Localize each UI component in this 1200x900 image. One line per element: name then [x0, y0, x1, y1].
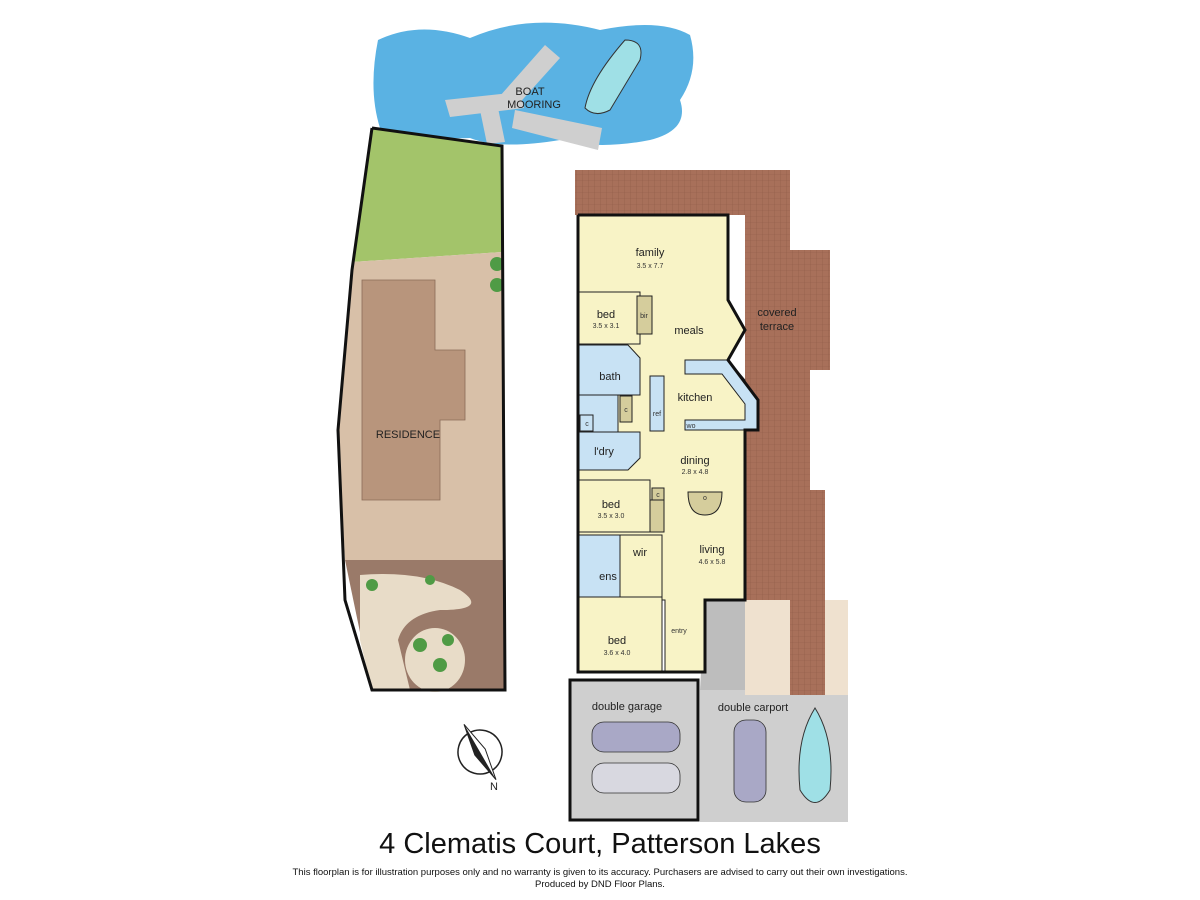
- bed-1: [577, 291, 641, 345]
- carport-step: [700, 600, 745, 690]
- residence-label: RESIDENCE: [376, 429, 440, 441]
- family-label: family: [636, 247, 665, 259]
- garden-bed: [360, 574, 472, 690]
- living-dim: 4.6 x 5.8: [699, 559, 726, 566]
- bed-3-dim: 3.6 x 4.0: [604, 650, 631, 657]
- bir: [636, 295, 653, 335]
- boat-icon: [798, 707, 832, 803]
- bed-2-label: bed: [602, 499, 620, 511]
- lot-boundary: [336, 126, 507, 692]
- boat-mooring-label-2: MOORING: [507, 99, 561, 111]
- living-label: living: [699, 544, 724, 556]
- fireplace-label: o: [703, 495, 707, 502]
- ens-label: ens: [599, 571, 617, 583]
- shrubs: [366, 257, 504, 672]
- compass-icon: [457, 723, 503, 781]
- disclaimer: This floorplan is for illustration purpo…: [0, 867, 1200, 891]
- cupboard-label-2: c: [585, 421, 589, 428]
- producer-credit: Produced by DND Floor Plans.: [535, 879, 665, 890]
- wir-label: wir: [632, 547, 647, 559]
- jetty: [445, 45, 602, 150]
- lawn: [352, 128, 502, 262]
- entry-label: entry: [671, 628, 687, 635]
- covered-terrace-label-1: covered: [757, 307, 796, 319]
- covered-terrace: [575, 170, 830, 600]
- boat-mooring-label-1: BOAT: [515, 86, 544, 98]
- wo-label: wo: [686, 423, 696, 430]
- covered-terrace-label-2: terrace: [760, 321, 794, 333]
- cupboard-2: [579, 414, 594, 432]
- disclaimer-text: This floorplan is for illustration purpo…: [292, 867, 908, 878]
- house-outline: [576, 213, 760, 674]
- residence-main-roof: [361, 279, 466, 501]
- laundry-label: l'dry: [594, 446, 614, 458]
- bath-room: [577, 344, 641, 396]
- property-title: 4 Clematis Court, Patterson Lakes: [379, 828, 821, 860]
- bed-2-dim: 3.5 x 3.0: [598, 513, 625, 520]
- bed-1-label: bed: [597, 309, 615, 321]
- family-dim: 3.5 x 7.7: [637, 263, 664, 270]
- cupboard-1: [619, 395, 633, 423]
- double-carport-label: double carport: [718, 702, 788, 714]
- kitchen-label: kitchen: [678, 392, 713, 404]
- car-icon: [591, 719, 767, 803]
- cupboard-label-1: c: [624, 407, 628, 414]
- garden-island: [405, 628, 465, 692]
- cupboard-label-3: c: [656, 492, 660, 499]
- fireplace: [687, 491, 723, 516]
- ref-label: ref: [653, 411, 661, 418]
- terrace-extension: [790, 600, 825, 695]
- dining-label: dining: [680, 455, 709, 467]
- boat-moored-icon: [584, 39, 642, 114]
- wir: [619, 534, 663, 598]
- bed-1-dim: 3.5 x 3.1: [593, 323, 620, 330]
- bir-label: bir: [640, 313, 648, 320]
- meals-label: meals: [674, 325, 704, 337]
- bed-3-label: bed: [608, 635, 626, 647]
- double-garage-label: double garage: [592, 701, 662, 713]
- ensuite: [577, 534, 623, 598]
- robe: [649, 499, 665, 533]
- dining-dim: 2.8 x 4.8: [682, 469, 709, 476]
- fridge: [649, 375, 665, 432]
- bath-label: bath: [599, 371, 620, 383]
- compass-north-label: N: [490, 781, 498, 793]
